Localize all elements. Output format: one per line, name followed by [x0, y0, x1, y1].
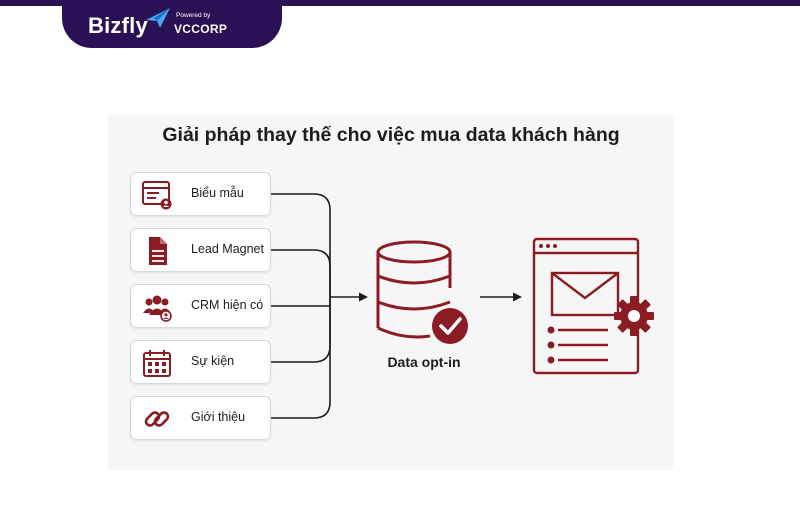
source-label: CRM hiện có	[191, 298, 264, 312]
source-crm: CRM hiện có	[130, 284, 271, 328]
source-event: Sự kiện	[130, 340, 271, 384]
top-bar	[0, 0, 800, 6]
link-icon	[144, 411, 170, 427]
database-check-icon	[376, 240, 468, 344]
users-icon	[143, 295, 172, 322]
source-label: Lead Magnet	[191, 242, 264, 256]
form-icon	[142, 181, 172, 210]
partner-name: VCCORP	[174, 22, 228, 36]
diagram-title: Giải pháp thay thế cho việc mua data khá…	[162, 124, 620, 146]
source-referral: Giới thiệu	[130, 396, 271, 440]
source-label: Giới thiệu	[191, 410, 246, 424]
hub-label: Data opt-in	[387, 354, 461, 370]
powered-by-label: Powered by	[176, 12, 211, 19]
source-label: Sự kiện	[191, 354, 235, 368]
source-lead-magnet: Lead Magnet	[130, 228, 271, 272]
source-form: Biểu mẫu	[130, 172, 271, 216]
document-icon	[149, 237, 167, 265]
email-automation-icon	[532, 237, 654, 375]
calendar-icon	[143, 350, 171, 377]
source-label: Biểu mẫu	[191, 186, 244, 200]
bird-logo-icon	[146, 8, 170, 28]
gear-icon	[614, 296, 654, 336]
brand-name: Bizfly	[88, 13, 148, 38]
brand-header	[62, 0, 282, 48]
